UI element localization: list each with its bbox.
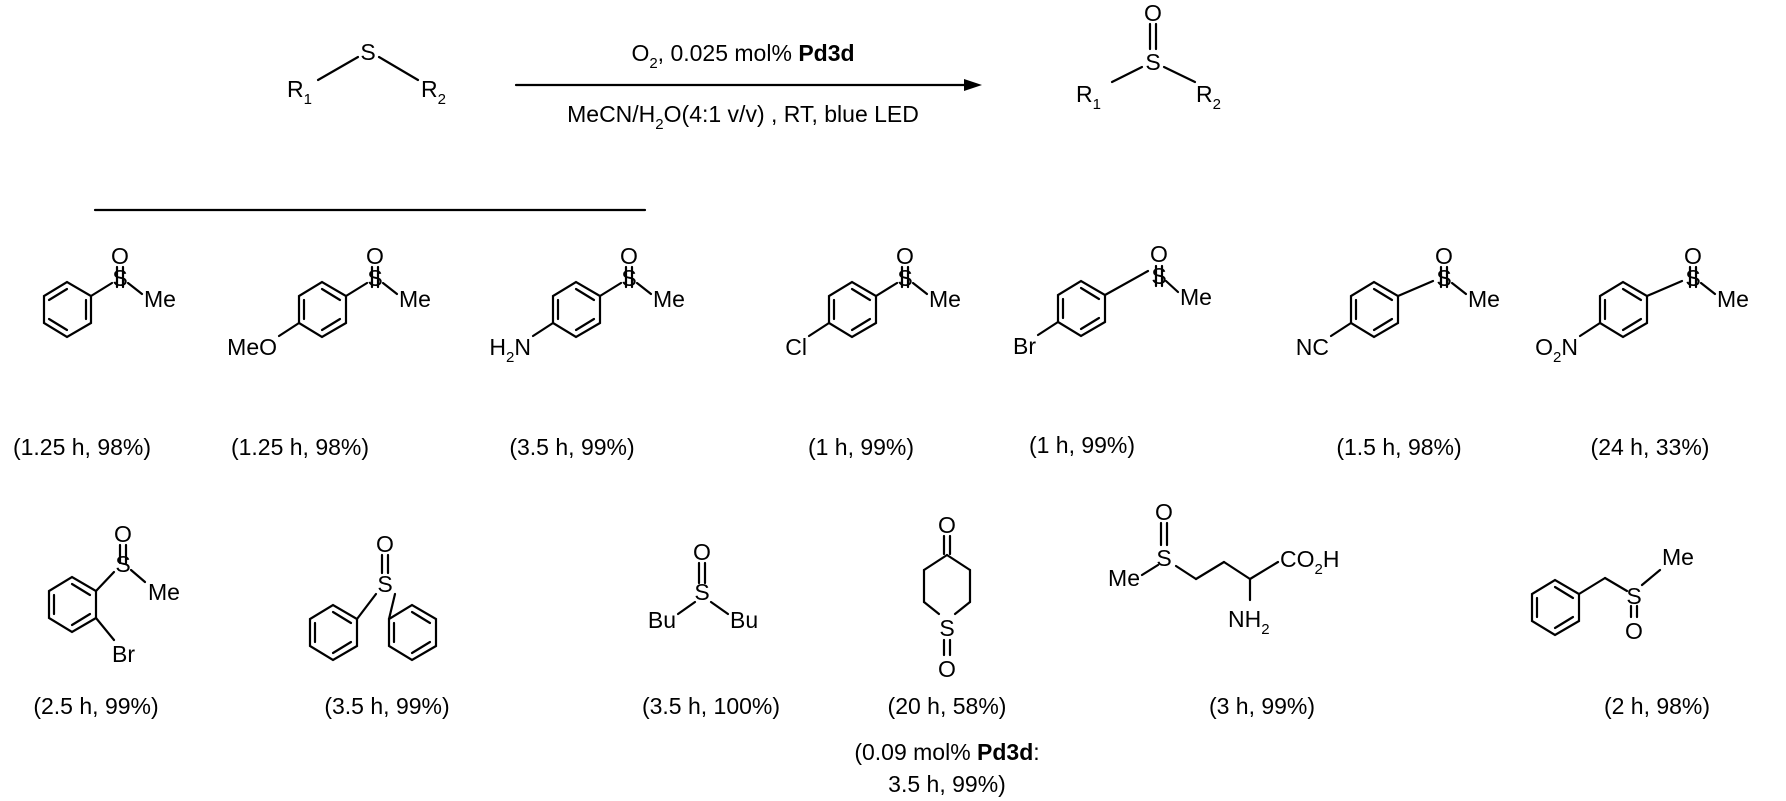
r2-label: R2	[1196, 81, 1221, 113]
oxygen-label: O	[938, 512, 956, 538]
compound-9: S O	[308, 531, 438, 662]
methyl-label: Me	[148, 579, 180, 605]
methyl-label: Me	[1468, 286, 1500, 312]
compound-2: S O Me MeO	[227, 243, 431, 360]
oxygen-label: O	[366, 243, 384, 269]
result-12: (3 h, 99%)	[1209, 693, 1315, 719]
conditions-bottom: MeCN/H2O(4:1 v/v) , RT, blue LED	[567, 101, 919, 133]
compound-12: S O Me CO2H NH2	[1108, 499, 1339, 638]
amino-label: NH2	[1228, 606, 1270, 638]
oxygen-label: O	[376, 531, 394, 557]
result-11-note-2: 3.5 h, 99%)	[888, 771, 1006, 797]
result-10: (3.5 h, 100%)	[642, 693, 780, 719]
result-9: (3.5 h, 99%)	[324, 693, 449, 719]
sulfur-label: S	[694, 579, 709, 605]
result-11-note: (0.09 mol% Pd3d:	[854, 739, 1039, 765]
methyl-label: Me	[144, 286, 176, 312]
bromo-label: Br	[1013, 333, 1036, 359]
oxygen-label: O	[1150, 241, 1168, 267]
sulfur-label: S	[377, 571, 392, 597]
sulfur-label: S	[897, 265, 912, 291]
methoxy-label: MeO	[227, 334, 277, 360]
sulfur-label: S	[621, 265, 636, 291]
result-13: (2 h, 98%)	[1604, 693, 1710, 719]
result-8: (2.5 h, 99%)	[33, 693, 158, 719]
compound-7: S O Me O2N	[1535, 243, 1749, 366]
sulfur-label: S	[112, 265, 127, 291]
result-3: (3.5 h, 99%)	[509, 434, 634, 460]
compound-6: S O Me NC	[1296, 243, 1500, 360]
oxygen-label: O	[896, 243, 914, 269]
methyl-label: Me	[929, 286, 961, 312]
chloro-label: Cl	[785, 334, 807, 360]
result-5: (1 h, 99%)	[1029, 432, 1135, 458]
methyl-label: Me	[1180, 284, 1212, 310]
oxygen-label: O	[111, 243, 129, 269]
nitro-label: O2N	[1535, 334, 1578, 366]
conditions-top: O2, 0.025 mol% Pd3d	[631, 40, 854, 72]
result-7: (24 h, 33%)	[1591, 434, 1710, 460]
result-6: (1.5 h, 98%)	[1336, 434, 1461, 460]
carboxyl-label: CO2H	[1280, 546, 1339, 578]
reactant-sulfide: R1 S R2	[287, 39, 446, 108]
sulfur-label: S	[360, 39, 375, 65]
compound-5: S O Me Br	[1013, 241, 1212, 359]
product-sulfoxide: O S R1 R2	[1076, 0, 1221, 113]
oxygen-label: O	[1435, 243, 1453, 269]
bromo-label: Br	[112, 641, 135, 667]
result-4: (1 h, 99%)	[808, 434, 914, 460]
result-11: (20 h, 58%)	[888, 693, 1007, 719]
compound-3: S O Me H2N	[489, 243, 685, 366]
amino-label: H2N	[489, 334, 531, 366]
methyl-label: Me	[1717, 286, 1749, 312]
oxygen-label: O	[114, 521, 132, 547]
oxygen-label: O	[693, 539, 711, 565]
oxygen-label: O	[938, 656, 956, 682]
butyl-label: Bu	[648, 607, 676, 633]
result-1: (1.25 h, 98%)	[13, 434, 151, 460]
methyl-label: Me	[1108, 565, 1140, 591]
cyano-label: NC	[1296, 334, 1329, 360]
methyl-label: Me	[653, 286, 685, 312]
sulfur-label: S	[1151, 263, 1166, 289]
r1-label: R1	[1076, 81, 1101, 113]
oxygen-label: O	[1155, 499, 1173, 525]
butyl-label: Bu	[730, 607, 758, 633]
oxygen-label: O	[1144, 0, 1162, 26]
methyl-label: Me	[399, 286, 431, 312]
oxygen-label: O	[620, 243, 638, 269]
sulfur-label: S	[367, 265, 382, 291]
sulfur-label: S	[1626, 583, 1641, 609]
sulfur-label: S	[115, 551, 130, 577]
r2-label: R2	[421, 76, 446, 108]
compound-8: S O Me Br	[47, 521, 180, 667]
reaction-arrow	[514, 79, 982, 91]
oxygen-label: O	[1625, 618, 1643, 644]
sulfur-label: S	[1436, 265, 1451, 291]
compound-4: S O Me Cl	[785, 243, 961, 360]
r1-label: R1	[287, 76, 312, 108]
sulfur-label: S	[1156, 545, 1171, 571]
compound-1: S O Me	[42, 243, 176, 339]
compound-10: S O Bu Bu	[648, 539, 758, 633]
compound-11: O S O	[922, 512, 972, 682]
sulfur-label: S	[1145, 49, 1160, 75]
methyl-label: Me	[1662, 544, 1694, 570]
oxygen-label: O	[1684, 243, 1702, 269]
sulfur-label: S	[1685, 265, 1700, 291]
compound-13: S O Me	[1530, 544, 1694, 644]
result-2: (1.25 h, 98%)	[231, 434, 369, 460]
sulfur-label: S	[939, 615, 954, 641]
